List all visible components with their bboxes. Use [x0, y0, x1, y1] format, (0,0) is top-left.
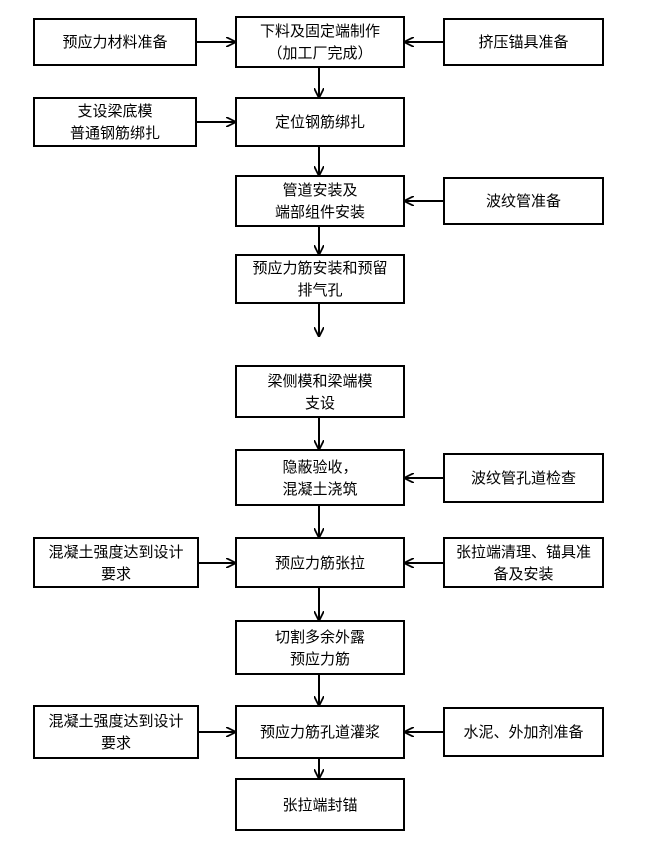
input-anchor-preparation: 挤压锚具准备: [443, 18, 604, 66]
input-material-preparation: 预应力材料准备: [33, 18, 197, 66]
step-cutting-and-fixed-end: 下料及固定端制作 （加工厂完成）: [235, 16, 405, 68]
step-tendon-installation: 预应力筋安装和预留 排气孔: [235, 254, 405, 304]
step-concrete-pouring: 隐蔽验收， 混凝土浇筑: [235, 449, 405, 506]
input-concrete-strength-1: 混凝土强度达到设计 要求: [33, 537, 199, 588]
step-anchor-sealing: 张拉端封锚: [235, 778, 405, 831]
step-duct-installation: 管道安装及 端部组件安装: [235, 175, 405, 227]
step-duct-grouting: 预应力筋孔道灌浆: [235, 705, 405, 759]
step-positioning-rebar: 定位钢筋绑扎: [235, 97, 405, 147]
step-cut-excess-tendon: 切割多余外露 预应力筋: [235, 620, 405, 675]
input-end-cleaning: 张拉端清理、锚具准 备及安装: [443, 537, 604, 588]
input-bottom-formwork: 支设梁底模 普通钢筋绑扎: [33, 97, 197, 147]
input-concrete-strength-2: 混凝土强度达到设计 要求: [33, 705, 199, 759]
step-side-formwork: 梁侧模和梁端模 支设: [235, 365, 405, 418]
step-tensioning: 预应力筋张拉: [235, 537, 405, 588]
input-cement-admixture: 水泥、外加剂准备: [443, 707, 604, 757]
input-corrugated-pipe: 波纹管准备: [443, 177, 604, 225]
input-duct-inspection: 波纹管孔道检查: [443, 453, 604, 503]
